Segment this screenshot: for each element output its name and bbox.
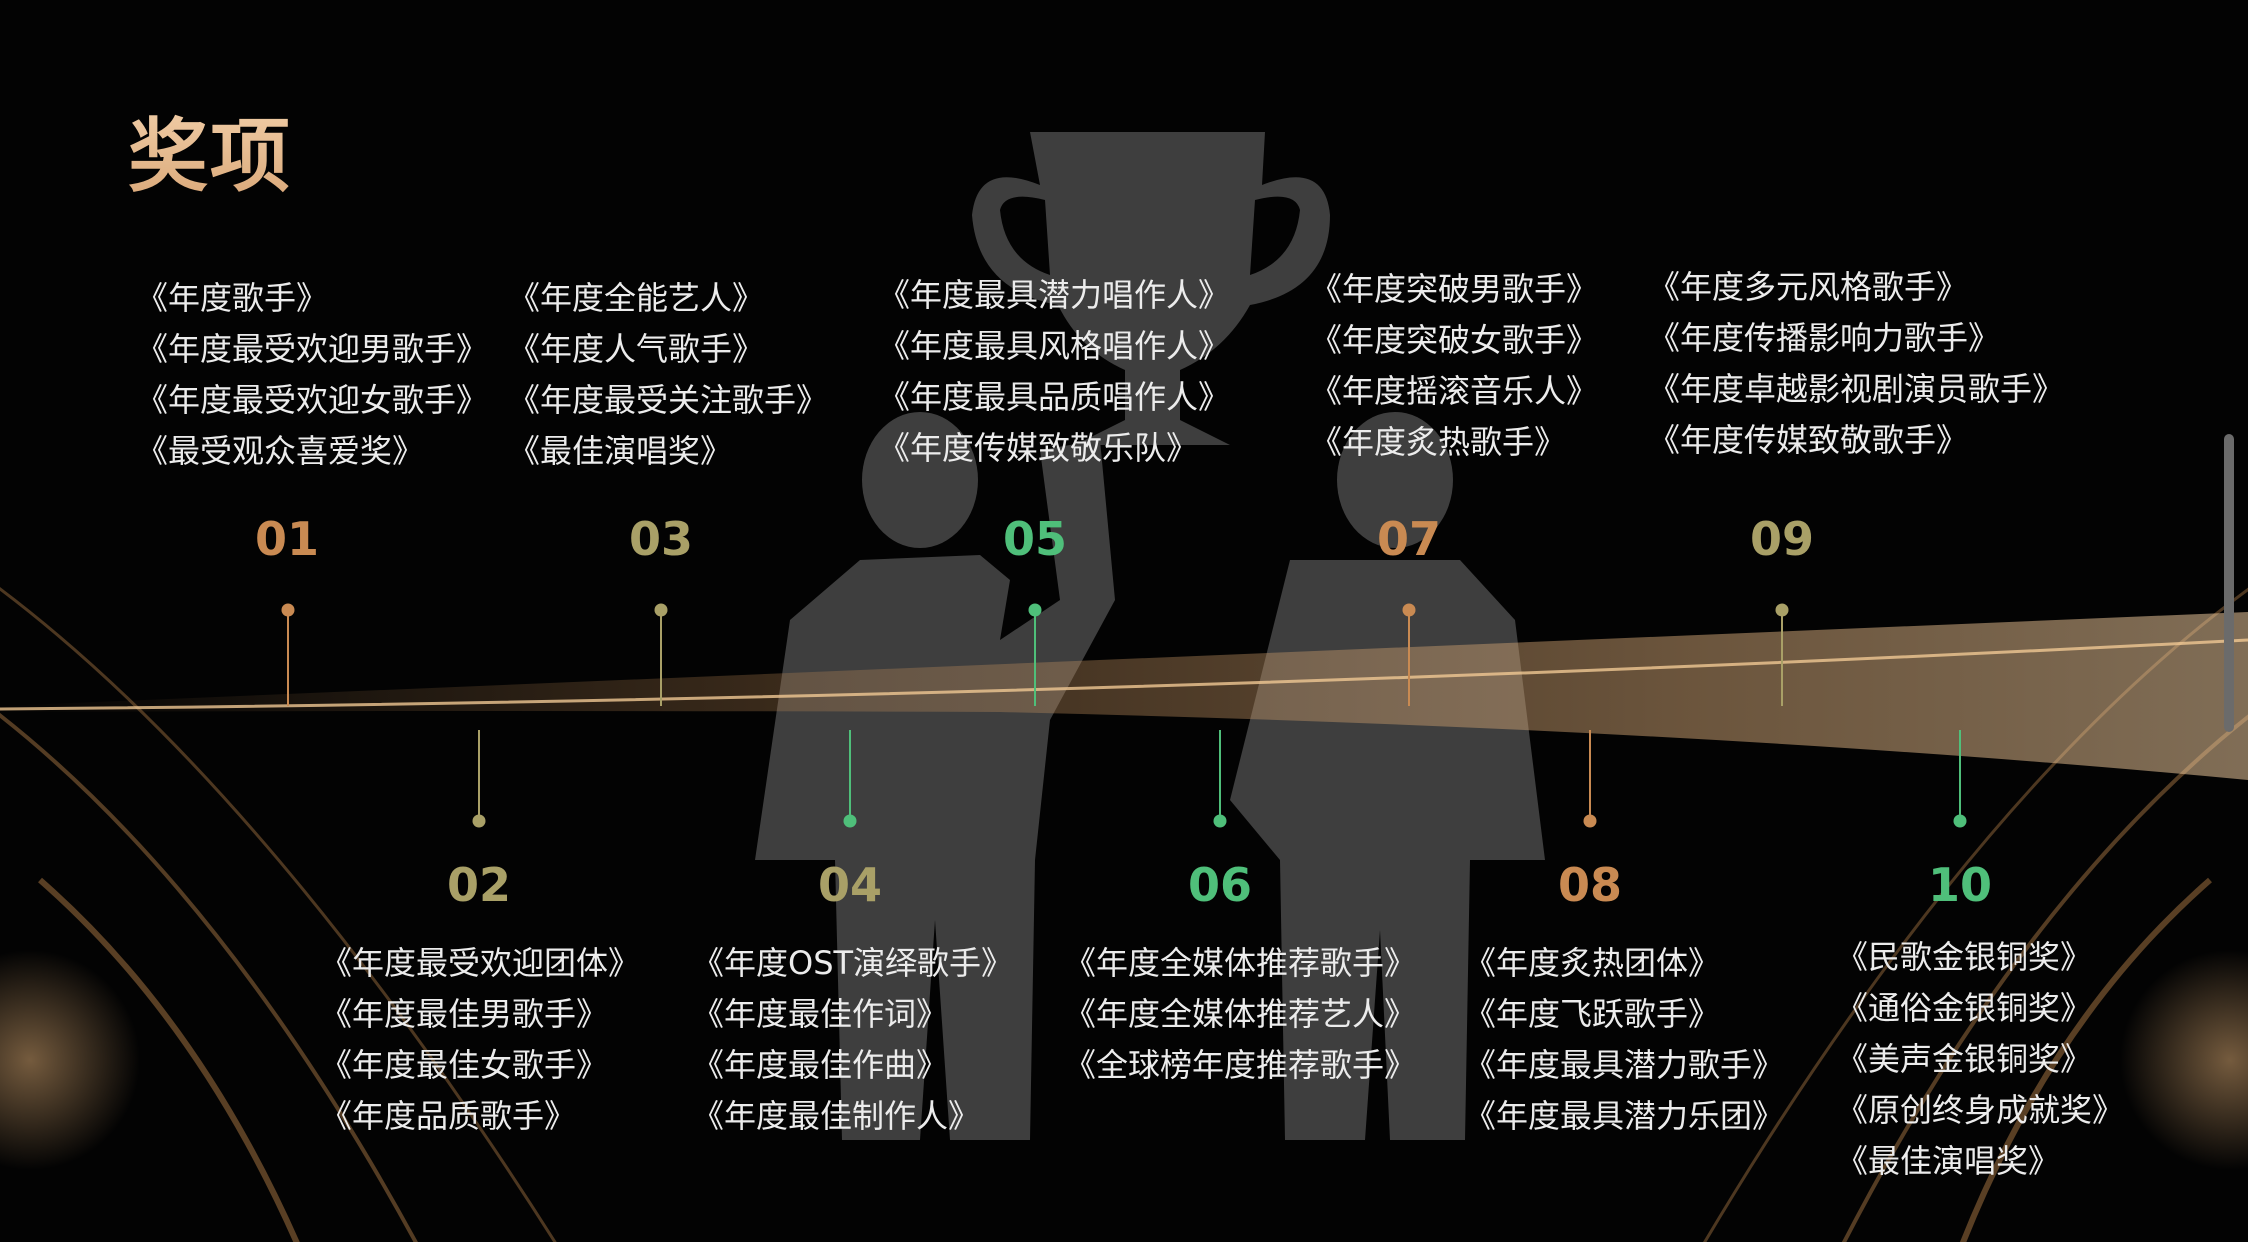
award-item: 《民歌金银铜奖》	[1836, 938, 2093, 976]
group-number-08: 08	[1557, 858, 1622, 912]
timeline-dot	[1583, 814, 1597, 828]
timeline-stem	[1781, 616, 1783, 706]
award-item: 《年度飞跃歌手》	[1464, 995, 1721, 1033]
award-list-05: 《年度最具潜力唱作人》 《年度最具风格唱作人》 《年度最具品质唱作人》 《年度传…	[878, 270, 1230, 474]
award-list-02: 《年度最受欢迎团体》 《年度最佳男歌手》 《年度最佳女歌手》 《年度品质歌手》	[320, 938, 640, 1142]
group-number-07: 07	[1376, 512, 1441, 566]
group-number-02: 02	[446, 858, 511, 912]
award-item: 《年度最佳作曲》	[692, 1046, 949, 1084]
award-item: 《年度OST演绎歌手》	[692, 944, 1014, 982]
award-list-06: 《年度全媒体推荐歌手》 《年度全媒体推荐艺人》 《全球榜年度推荐歌手》	[1064, 938, 1416, 1091]
vertical-scrollbar[interactable]	[2224, 434, 2234, 732]
award-item: 《年度全媒体推荐艺人》	[1064, 995, 1417, 1033]
group-number-09: 09	[1749, 512, 1814, 566]
award-item: 《年度最受关注歌手》	[508, 381, 829, 419]
timeline-stem	[660, 616, 662, 706]
award-item: 《最受观众喜爱奖》	[136, 432, 425, 470]
award-item: 《年度炙热歌手》	[1310, 423, 1567, 461]
person-left-silhouette-icon	[755, 412, 1115, 1140]
page-title: 奖项	[128, 92, 292, 208]
award-item: 《最佳演唱奖》	[508, 432, 733, 470]
timeline-stem	[287, 616, 289, 706]
award-item: 《年度最具品质唱作人》	[878, 378, 1231, 416]
timeline-dot	[1775, 603, 1789, 617]
timeline-dot	[1028, 603, 1042, 617]
group-number-04: 04	[817, 858, 882, 912]
award-item: 《最佳演唱奖》	[1836, 1142, 2061, 1180]
award-item: 《年度全能艺人》	[508, 279, 765, 317]
award-list-01: 《年度歌手》 《年度最受欢迎男歌手》 《年度最受欢迎女歌手》 《最受观众喜爱奖》	[136, 273, 488, 477]
award-list-03: 《年度全能艺人》 《年度人气歌手》 《年度最受关注歌手》 《最佳演唱奖》	[508, 273, 828, 477]
timeline-dot	[1402, 603, 1416, 617]
award-item: 《年度最具潜力唱作人》	[878, 276, 1231, 314]
timeline-dot	[1213, 814, 1227, 828]
award-item: 《年度最佳作词》	[692, 995, 949, 1033]
award-list-08: 《年度炙热团体》 《年度飞跃歌手》 《年度最具潜力歌手》 《年度最具潜力乐团》	[1464, 938, 1784, 1142]
trophy-silhouette-icon	[972, 132, 1330, 445]
award-item: 《原创终身成就奖》	[1836, 1091, 2125, 1129]
award-item: 《年度最受欢迎女歌手》	[136, 381, 489, 419]
timeline-stem	[849, 730, 851, 820]
award-item: 《年度最佳男歌手》	[320, 995, 609, 1033]
award-item: 《通俗金银铜奖》	[1836, 989, 2093, 1027]
timeline-stem	[1219, 730, 1221, 820]
award-item: 《年度多元风格歌手》	[1648, 268, 1969, 306]
award-item: 《年度歌手》	[136, 279, 329, 317]
award-list-07: 《年度突破男歌手》 《年度突破女歌手》 《年度摇滚音乐人》 《年度炙热歌手》	[1310, 264, 1598, 468]
timeline-stem	[478, 730, 480, 820]
award-item: 《年度传媒致敬歌手》	[1648, 421, 1969, 459]
award-item: 《年度炙热团体》	[1464, 944, 1721, 982]
award-item: 《年度最佳女歌手》	[320, 1046, 609, 1084]
award-item: 《年度传播影响力歌手》	[1648, 319, 2001, 357]
group-number-03: 03	[628, 512, 693, 566]
timeline-stem	[1034, 616, 1036, 706]
timeline-stem	[1589, 730, 1591, 820]
timeline-dot	[472, 814, 486, 828]
award-item: 《年度人气歌手》	[508, 330, 765, 368]
award-item: 《年度最受欢迎团体》	[320, 944, 641, 982]
timeline-dot	[843, 814, 857, 828]
group-number-10: 10	[1927, 858, 1992, 912]
group-number-05: 05	[1002, 512, 1067, 566]
award-item: 《全球榜年度推荐歌手》	[1064, 1046, 1417, 1084]
award-list-09: 《年度多元风格歌手》 《年度传播影响力歌手》 《年度卓越影视剧演员歌手》 《年度…	[1648, 262, 2064, 466]
award-item: 《年度全媒体推荐歌手》	[1064, 944, 1417, 982]
award-item: 《年度品质歌手》	[320, 1097, 577, 1135]
award-item: 《年度摇滚音乐人》	[1310, 372, 1599, 410]
timeline-dot	[281, 603, 295, 617]
timeline-dot	[654, 603, 668, 617]
timeline-stem	[1408, 616, 1410, 706]
award-list-10: 《民歌金银铜奖》 《通俗金银铜奖》 《美声金银铜奖》 《原创终身成就奖》 《最佳…	[1836, 932, 2124, 1187]
award-item: 《年度最受欢迎男歌手》	[136, 330, 489, 368]
award-item: 《年度突破女歌手》	[1310, 321, 1599, 359]
award-item: 《年度突破男歌手》	[1310, 270, 1599, 308]
award-item: 《美声金银铜奖》	[1836, 1040, 2093, 1078]
award-item: 《年度传媒致敬乐队》	[878, 429, 1199, 467]
award-item: 《年度最具潜力乐团》	[1464, 1097, 1785, 1135]
award-item: 《年度卓越影视剧演员歌手》	[1648, 370, 2065, 408]
award-item: 《年度最具潜力歌手》	[1464, 1046, 1785, 1084]
group-number-01: 01	[254, 512, 319, 566]
group-number-06: 06	[1187, 858, 1252, 912]
timeline-stem	[1959, 730, 1961, 820]
award-item: 《年度最具风格唱作人》	[878, 327, 1231, 365]
award-item: 《年度最佳制作人》	[692, 1097, 981, 1135]
award-list-04: 《年度OST演绎歌手》 《年度最佳作词》 《年度最佳作曲》 《年度最佳制作人》	[692, 938, 1013, 1142]
timeline-dot	[1953, 814, 1967, 828]
